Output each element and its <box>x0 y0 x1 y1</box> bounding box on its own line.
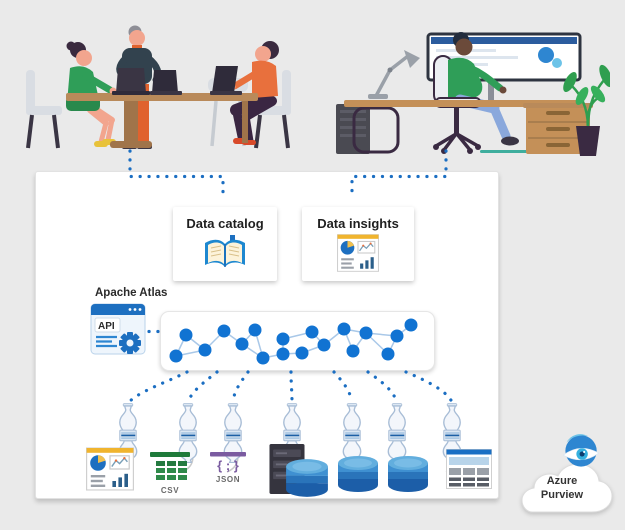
source-table[interactable] <box>446 449 492 489</box>
database-icon <box>336 455 380 493</box>
azure-purview-label: Azure Purview <box>520 474 604 503</box>
csv-grid-icon <box>150 452 190 480</box>
api-window-gear-icon[interactable]: API <box>90 303 146 357</box>
entity-lineage-graph <box>169 318 418 365</box>
azure-purview-badge[interactable]: Azure Purview <box>510 430 625 525</box>
data-catalog-card[interactable]: Data catalog <box>173 207 277 281</box>
database-icon <box>386 455 430 493</box>
apache-atlas-label: Apache Atlas <box>95 287 168 299</box>
data-table-icon <box>446 449 492 489</box>
csv-label: CSV <box>160 486 180 495</box>
azure-line: Azure <box>546 475 578 487</box>
source-csv[interactable]: CSV <box>148 452 192 495</box>
open-book-icon <box>205 235 245 267</box>
lineage-graph-panel[interactable] <box>160 311 435 371</box>
data-insights-label: Data insights <box>317 216 399 231</box>
purview-eye-icon <box>562 434 600 468</box>
source-report[interactable] <box>86 447 134 491</box>
cloud-shape <box>521 463 613 513</box>
desk-top <box>344 100 580 107</box>
data-insights-card[interactable]: Data insights <box>302 207 414 281</box>
analyst-workstation-illustration <box>336 32 610 156</box>
source-database-1[interactable] <box>336 455 380 493</box>
plant <box>563 64 610 156</box>
json-glyph: { ; } <box>217 458 239 473</box>
drawer-unit <box>523 103 593 154</box>
source-server-database[interactable] <box>268 444 334 496</box>
database-icon <box>284 458 330 498</box>
data-catalog-label: Data catalog <box>186 216 264 231</box>
team-collaboration-illustration <box>26 25 291 149</box>
source-json[interactable]: { ; } JSON <box>206 452 250 484</box>
api-text: API <box>98 321 115 332</box>
desk-lamp <box>368 50 420 99</box>
json-file-icon <box>210 452 246 457</box>
json-label: JSON <box>215 475 241 484</box>
gear-icon <box>119 332 141 354</box>
source-database-2[interactable] <box>386 455 430 493</box>
purview-line: Purview <box>540 489 584 502</box>
laptops <box>112 66 242 95</box>
report-dashboard-icon <box>337 234 379 272</box>
report-dashboard-icon <box>86 447 134 491</box>
